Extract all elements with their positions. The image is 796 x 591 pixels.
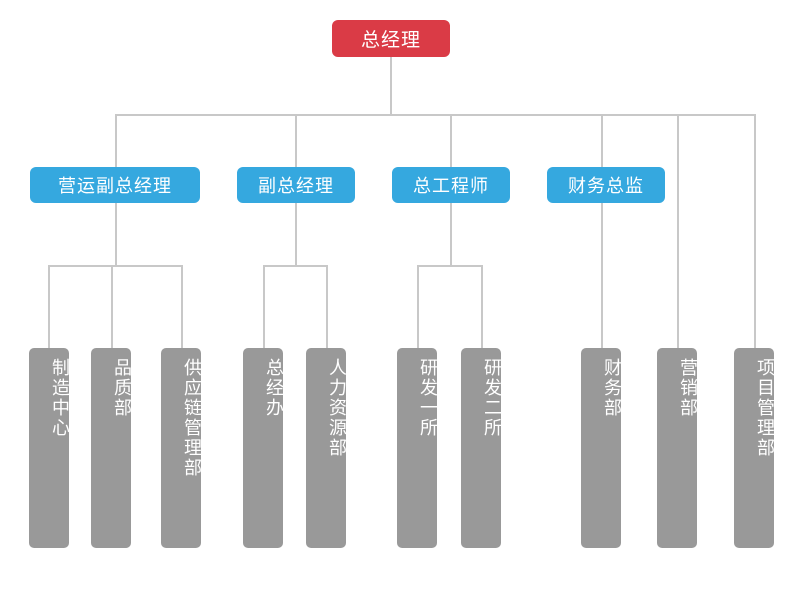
- node-finance-department[interactable]: 财务部: [581, 348, 622, 548]
- connector-main-bus: [115, 114, 756, 116]
- connector-root-stem: [390, 56, 392, 116]
- node-supply-chain-management-department-label: 供应链管理部: [182, 358, 202, 478]
- connector-group1-drop-1: [48, 265, 50, 350]
- connector-drop-project: [754, 114, 756, 350]
- node-project-management-department-label: 项目管理部: [755, 358, 775, 458]
- node-project-management-department[interactable]: 项目管理部: [734, 348, 775, 548]
- node-manufacturing-center-label: 制造中心: [50, 358, 70, 438]
- node-chief-engineer-label: 总工程师: [413, 176, 489, 196]
- node-finance-department-label: 财务部: [602, 358, 622, 418]
- node-marketing-department-label: 营销部: [678, 358, 698, 418]
- node-finance-director[interactable]: 财务总监: [547, 167, 665, 203]
- node-rd-institute-2-label: 研发二所: [482, 358, 502, 438]
- node-gm-office[interactable]: 总经办: [243, 348, 284, 548]
- node-supply-chain-management-department[interactable]: 供应链管理部: [161, 348, 202, 548]
- node-finance-director-label: 财务总监: [568, 176, 644, 196]
- node-vice-gm[interactable]: 副总经理: [237, 167, 355, 203]
- node-general-manager-label: 总经理: [360, 30, 421, 51]
- node-operations-vice-gm[interactable]: 营运副总经理: [30, 167, 200, 203]
- node-rd-institute-1-label: 研发一所: [418, 358, 438, 438]
- connector-group1-bus: [48, 265, 183, 267]
- node-rd-institute-1[interactable]: 研发一所: [397, 348, 438, 548]
- connector-group3-drop-1: [417, 265, 419, 350]
- node-vice-gm-label: 副总经理: [258, 176, 334, 196]
- connector-group1-drop-3: [181, 265, 183, 350]
- node-quality-department-label: 品质部: [112, 358, 132, 418]
- node-rd-institute-2[interactable]: 研发二所: [461, 348, 502, 548]
- node-manufacturing-center[interactable]: 制造中心: [29, 348, 70, 548]
- node-chief-engineer[interactable]: 总工程师: [392, 167, 510, 203]
- connector-group3-drop-2: [481, 265, 483, 350]
- node-operations-vice-gm-label: 营运副总经理: [58, 176, 172, 196]
- node-quality-department[interactable]: 品质部: [91, 348, 132, 548]
- connector-group3-bus: [417, 265, 483, 267]
- connector-drop-exec-4: [601, 114, 603, 350]
- connector-group2-drop-1: [263, 265, 265, 350]
- node-human-resources-department-label: 人力资源部: [327, 358, 347, 458]
- connector-group2-drop-2: [326, 265, 328, 350]
- node-marketing-department[interactable]: 营销部: [657, 348, 698, 548]
- connector-group1-drop-2: [111, 265, 113, 350]
- connector-drop-marketing: [677, 114, 679, 350]
- node-human-resources-department[interactable]: 人力资源部: [306, 348, 347, 548]
- node-gm-office-label: 总经办: [264, 358, 284, 418]
- connector-group2-bus: [263, 265, 328, 267]
- node-general-manager[interactable]: 总经理: [332, 20, 450, 57]
